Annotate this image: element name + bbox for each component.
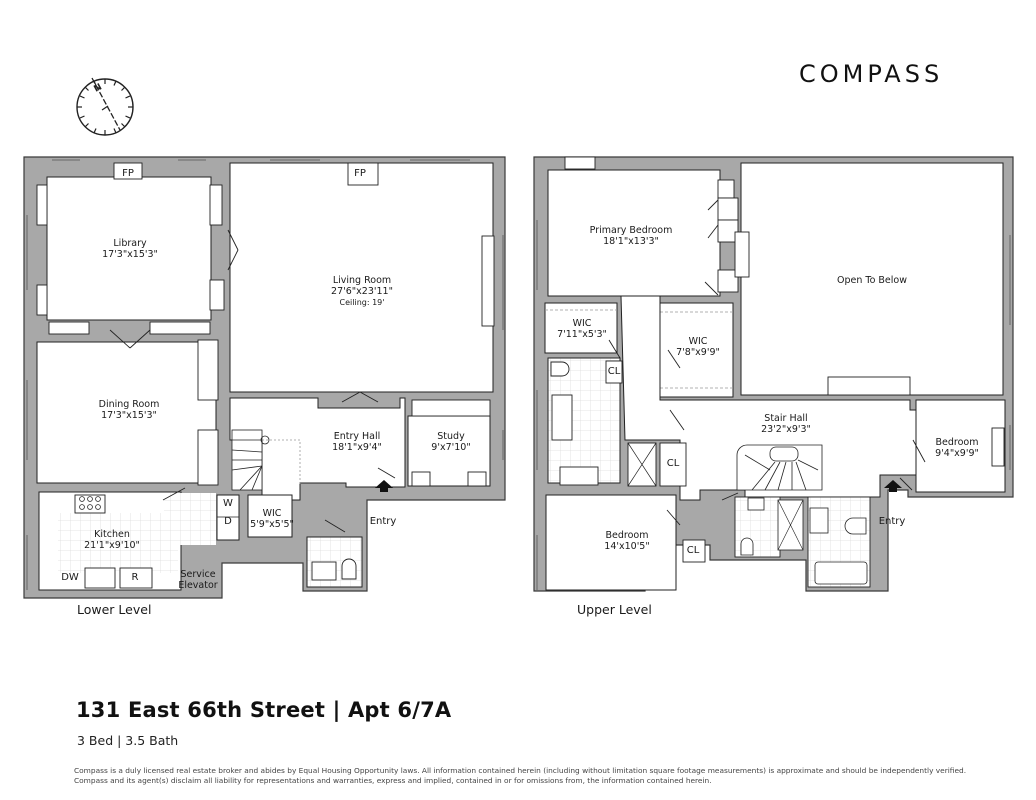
listing-title: 131 East 66th Street | Apt 6/7A [76, 698, 452, 722]
room-name: Study [437, 431, 465, 442]
room-stair-hall: Stair Hall 23'2"x9'3" [761, 413, 811, 435]
entry-label-upper: Entry [878, 516, 906, 527]
room-name: Primary Bedroom [589, 225, 673, 236]
fireplace-library-label: FP [122, 168, 134, 179]
closet-label-1: CL [607, 366, 621, 377]
room-wic-lower: WIC 5'9"x5'5" [250, 508, 294, 530]
floor-plan-drawing [23, 156, 1014, 599]
room-dimensions: 9'4"x9'9" [935, 448, 979, 459]
room-study: Study 9'x7'10" [431, 431, 470, 453]
room-name: Bedroom [935, 437, 979, 448]
disclaimer-line-2: Compass and its agent(s) disclaim all li… [74, 775, 712, 785]
room-name: Stair Hall [764, 413, 808, 424]
room-name: Kitchen [94, 529, 130, 540]
room-name: WIC [688, 336, 708, 347]
room-open-to-below: Open To Below [837, 275, 907, 286]
closet-label-2: CL [666, 458, 680, 469]
fireplace-living-label: FP [354, 168, 366, 179]
upper-level-label: Upper Level [577, 602, 652, 617]
room-primary-bedroom: Primary Bedroom 18'1"x13'3" [590, 225, 673, 247]
entry-label-lower: Entry [369, 516, 397, 527]
room-dimensions: 23'2"x9'3" [761, 424, 811, 435]
room-name: WIC [262, 508, 282, 519]
room-dimensions: 17'3"x15'3" [102, 249, 158, 260]
room-dimensions: 14'x10'5" [604, 541, 650, 552]
room-name: Library [113, 238, 147, 249]
room-name: Living Room [332, 275, 392, 286]
room-library: Library 17'3"x15'3" [102, 238, 158, 260]
room-dimensions: 7'8"x9'9" [676, 347, 720, 358]
room-name: Entry Hall [333, 431, 381, 442]
service-elevator-label: Service Elevator [178, 569, 218, 591]
disclaimer-line-1: Compass is a duly licensed real estate b… [74, 766, 967, 775]
room-wic-upper-1: WIC 7'11"x5'3" [557, 318, 607, 340]
washer-label: W [223, 498, 233, 509]
dishwasher-label: DW [61, 572, 79, 583]
room-bedroom-large: Bedroom 14'x10'5" [604, 530, 649, 552]
room-living-room: Living Room 27'6"x23'11" Ceiling: 19' [331, 275, 393, 308]
dryer-label: D [224, 516, 232, 527]
room-name: Bedroom [605, 530, 649, 541]
listing-summary: 3 Bed | 3.5 Bath [77, 733, 179, 748]
entry-arrow-icon [884, 480, 902, 492]
legal-disclaimer: Compass is a duly licensed real estate b… [74, 766, 974, 785]
room-name: Dining Room [98, 399, 160, 410]
north-arrow-icon: N [76, 77, 134, 136]
room-dimensions: 7'11"x5'3" [557, 329, 607, 340]
room-bedroom-small: Bedroom 9'4"x9'9" [935, 437, 979, 459]
room-wic-upper-2: WIC 7'8"x9'9" [676, 336, 720, 358]
room-dimensions: 18'1"x13'3" [603, 236, 659, 247]
svg-text:N: N [92, 82, 103, 94]
room-dimensions: 21'1"x9'10" [84, 540, 140, 551]
room-dimensions: 17'3"x15'3" [101, 410, 157, 421]
upper-level-plan [533, 156, 1014, 592]
room-kitchen: Kitchen 21'1"x9'10" [84, 529, 140, 551]
room-dining-room: Dining Room 17'3"x15'3" [99, 399, 160, 421]
ceiling-height: Ceiling: 19' [339, 298, 385, 307]
room-dimensions: 9'x7'10" [431, 442, 471, 453]
closet-label-3: CL [686, 545, 700, 556]
room-name: WIC [572, 318, 592, 329]
entry-arrow-icon [375, 480, 393, 492]
room-dimensions: 5'9"x5'5" [250, 519, 294, 530]
lower-level-label: Lower Level [77, 602, 152, 617]
room-dimensions: 27'6"x23'11" [331, 286, 393, 297]
room-entry-hall: Entry Hall 18'1"x9'4" [332, 431, 382, 453]
compass-logo: COMPASS [799, 60, 944, 88]
room-name: Open To Below [837, 275, 907, 286]
room-dimensions: 18'1"x9'4" [332, 442, 382, 453]
lower-level-plan [23, 156, 506, 599]
refrigerator-label: R [131, 572, 139, 583]
